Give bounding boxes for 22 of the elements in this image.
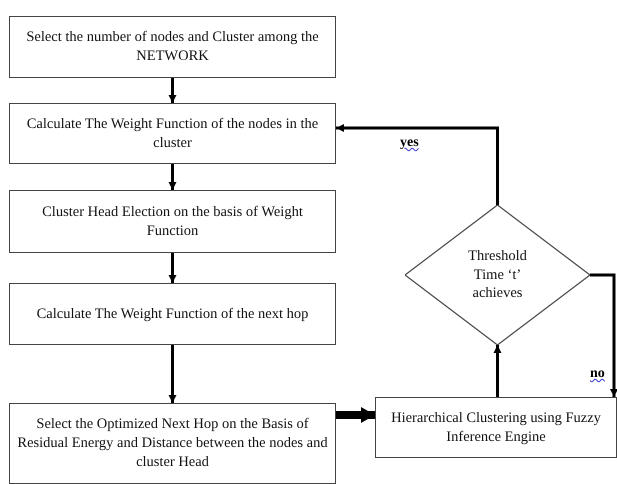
process-box — [375, 397, 617, 458]
process-box — [9, 16, 336, 78]
decision-diamond — [405, 205, 590, 345]
process-text: Calculate The Weight Function of the next hop — [36, 304, 308, 324]
arrow — [168, 253, 176, 283]
arrow — [590, 274, 617, 397]
process-text: Cluster Head Election on the basis of Weight Function — [41, 202, 304, 240]
process-box — [9, 103, 336, 164]
process-box — [9, 283, 336, 345]
process-text: Calculate The Weight Function of the nodes in the cluster — [26, 114, 320, 152]
process-text: Select the number of nodes and Cluster among the NETWORK — [25, 28, 320, 66]
arrow — [494, 345, 502, 397]
arrow — [168, 78, 176, 103]
decision-text: Threshold Time ‘t’ achieves — [467, 246, 528, 304]
arrow — [168, 345, 176, 403]
process-text: Hierarchical Clustering using Fuzzy Inference Engine — [390, 408, 602, 446]
process-box — [9, 403, 336, 484]
arrow — [336, 407, 375, 423]
arrow — [168, 164, 176, 190]
process-text: Select the Optimized Next Hop on the Basis of Residual Energy and Distance between the nodes and cluster Head — [16, 415, 329, 472]
process-box — [9, 190, 336, 253]
arrow — [336, 124, 499, 205]
